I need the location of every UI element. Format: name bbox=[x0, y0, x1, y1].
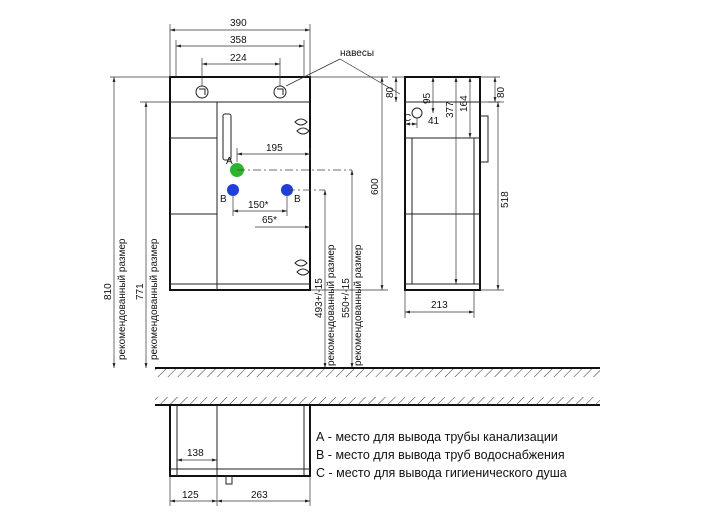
dim-150: 150* bbox=[248, 200, 269, 211]
dim-224: 224 bbox=[230, 53, 247, 64]
plan-outline bbox=[169, 404, 311, 477]
hinge-icon bbox=[294, 259, 310, 276]
dim-213: 213 bbox=[431, 300, 448, 311]
pipe-c-marker bbox=[411, 107, 423, 119]
front-view: A B B 390 358 224 навесы 195 150* 65* bbox=[103, 18, 401, 368]
dim-65: 65* bbox=[262, 215, 277, 226]
dim-95: 95 bbox=[422, 92, 433, 104]
hinge-icon bbox=[195, 85, 209, 99]
cabinet-outline bbox=[169, 76, 311, 291]
hinge-icon bbox=[294, 118, 310, 135]
dim-80-left: 80 bbox=[385, 86, 396, 98]
dim-164: 164 bbox=[459, 95, 470, 112]
marker-b-right-label: B bbox=[294, 194, 301, 205]
dim-41: 41 bbox=[428, 116, 440, 127]
legend-b: В - место для вывода труб водоснабжения bbox=[316, 448, 565, 462]
hinges-label: навесы bbox=[340, 48, 374, 59]
dim-138: 138 bbox=[187, 448, 204, 459]
marker-b-left-label: B bbox=[220, 194, 227, 205]
pipe-b-left-marker bbox=[227, 184, 239, 196]
legend-c: С - место для вывода гигиенического душа bbox=[316, 466, 567, 480]
floor-line bbox=[155, 367, 600, 377]
side-handle bbox=[480, 115, 489, 163]
dim-600: 600 bbox=[370, 178, 381, 195]
dim-493: 493+/-15 bbox=[314, 278, 325, 318]
dim-125: 125 bbox=[182, 490, 199, 501]
dim-263: 263 bbox=[251, 490, 268, 501]
plan-view: 138 125 263 bbox=[155, 397, 600, 506]
recommended-label-771: рекомендованный размер bbox=[149, 238, 160, 360]
marker-a-label: A bbox=[226, 156, 233, 167]
dim-80-right: 80 bbox=[496, 86, 507, 98]
dim-810: 810 bbox=[103, 283, 114, 300]
side-view: C 80 80 95 377 164 41 518 213 bbox=[385, 76, 511, 318]
side-outline bbox=[404, 76, 481, 291]
hinge-icon bbox=[273, 85, 287, 99]
dim-771: 771 bbox=[135, 283, 146, 300]
door-handle bbox=[222, 113, 232, 161]
marker-c-label: C bbox=[404, 113, 411, 124]
legend: А - место для вывода трубы канализации В… bbox=[316, 430, 567, 480]
dim-550: 550+/-15 bbox=[341, 278, 352, 318]
dim-358: 358 bbox=[230, 35, 247, 46]
dim-195: 195 bbox=[266, 143, 283, 154]
dim-390: 390 bbox=[230, 18, 247, 29]
dim-518: 518 bbox=[500, 191, 511, 208]
recommended-label-b: рекомендованный размер bbox=[326, 244, 337, 366]
recommended-label-810: рекомендованный размер bbox=[117, 238, 128, 360]
legend-a: А - место для вывода трубы канализации bbox=[316, 430, 558, 444]
recommended-label-a: рекомендованный размер bbox=[353, 244, 364, 366]
dim-377: 377 bbox=[445, 101, 456, 118]
